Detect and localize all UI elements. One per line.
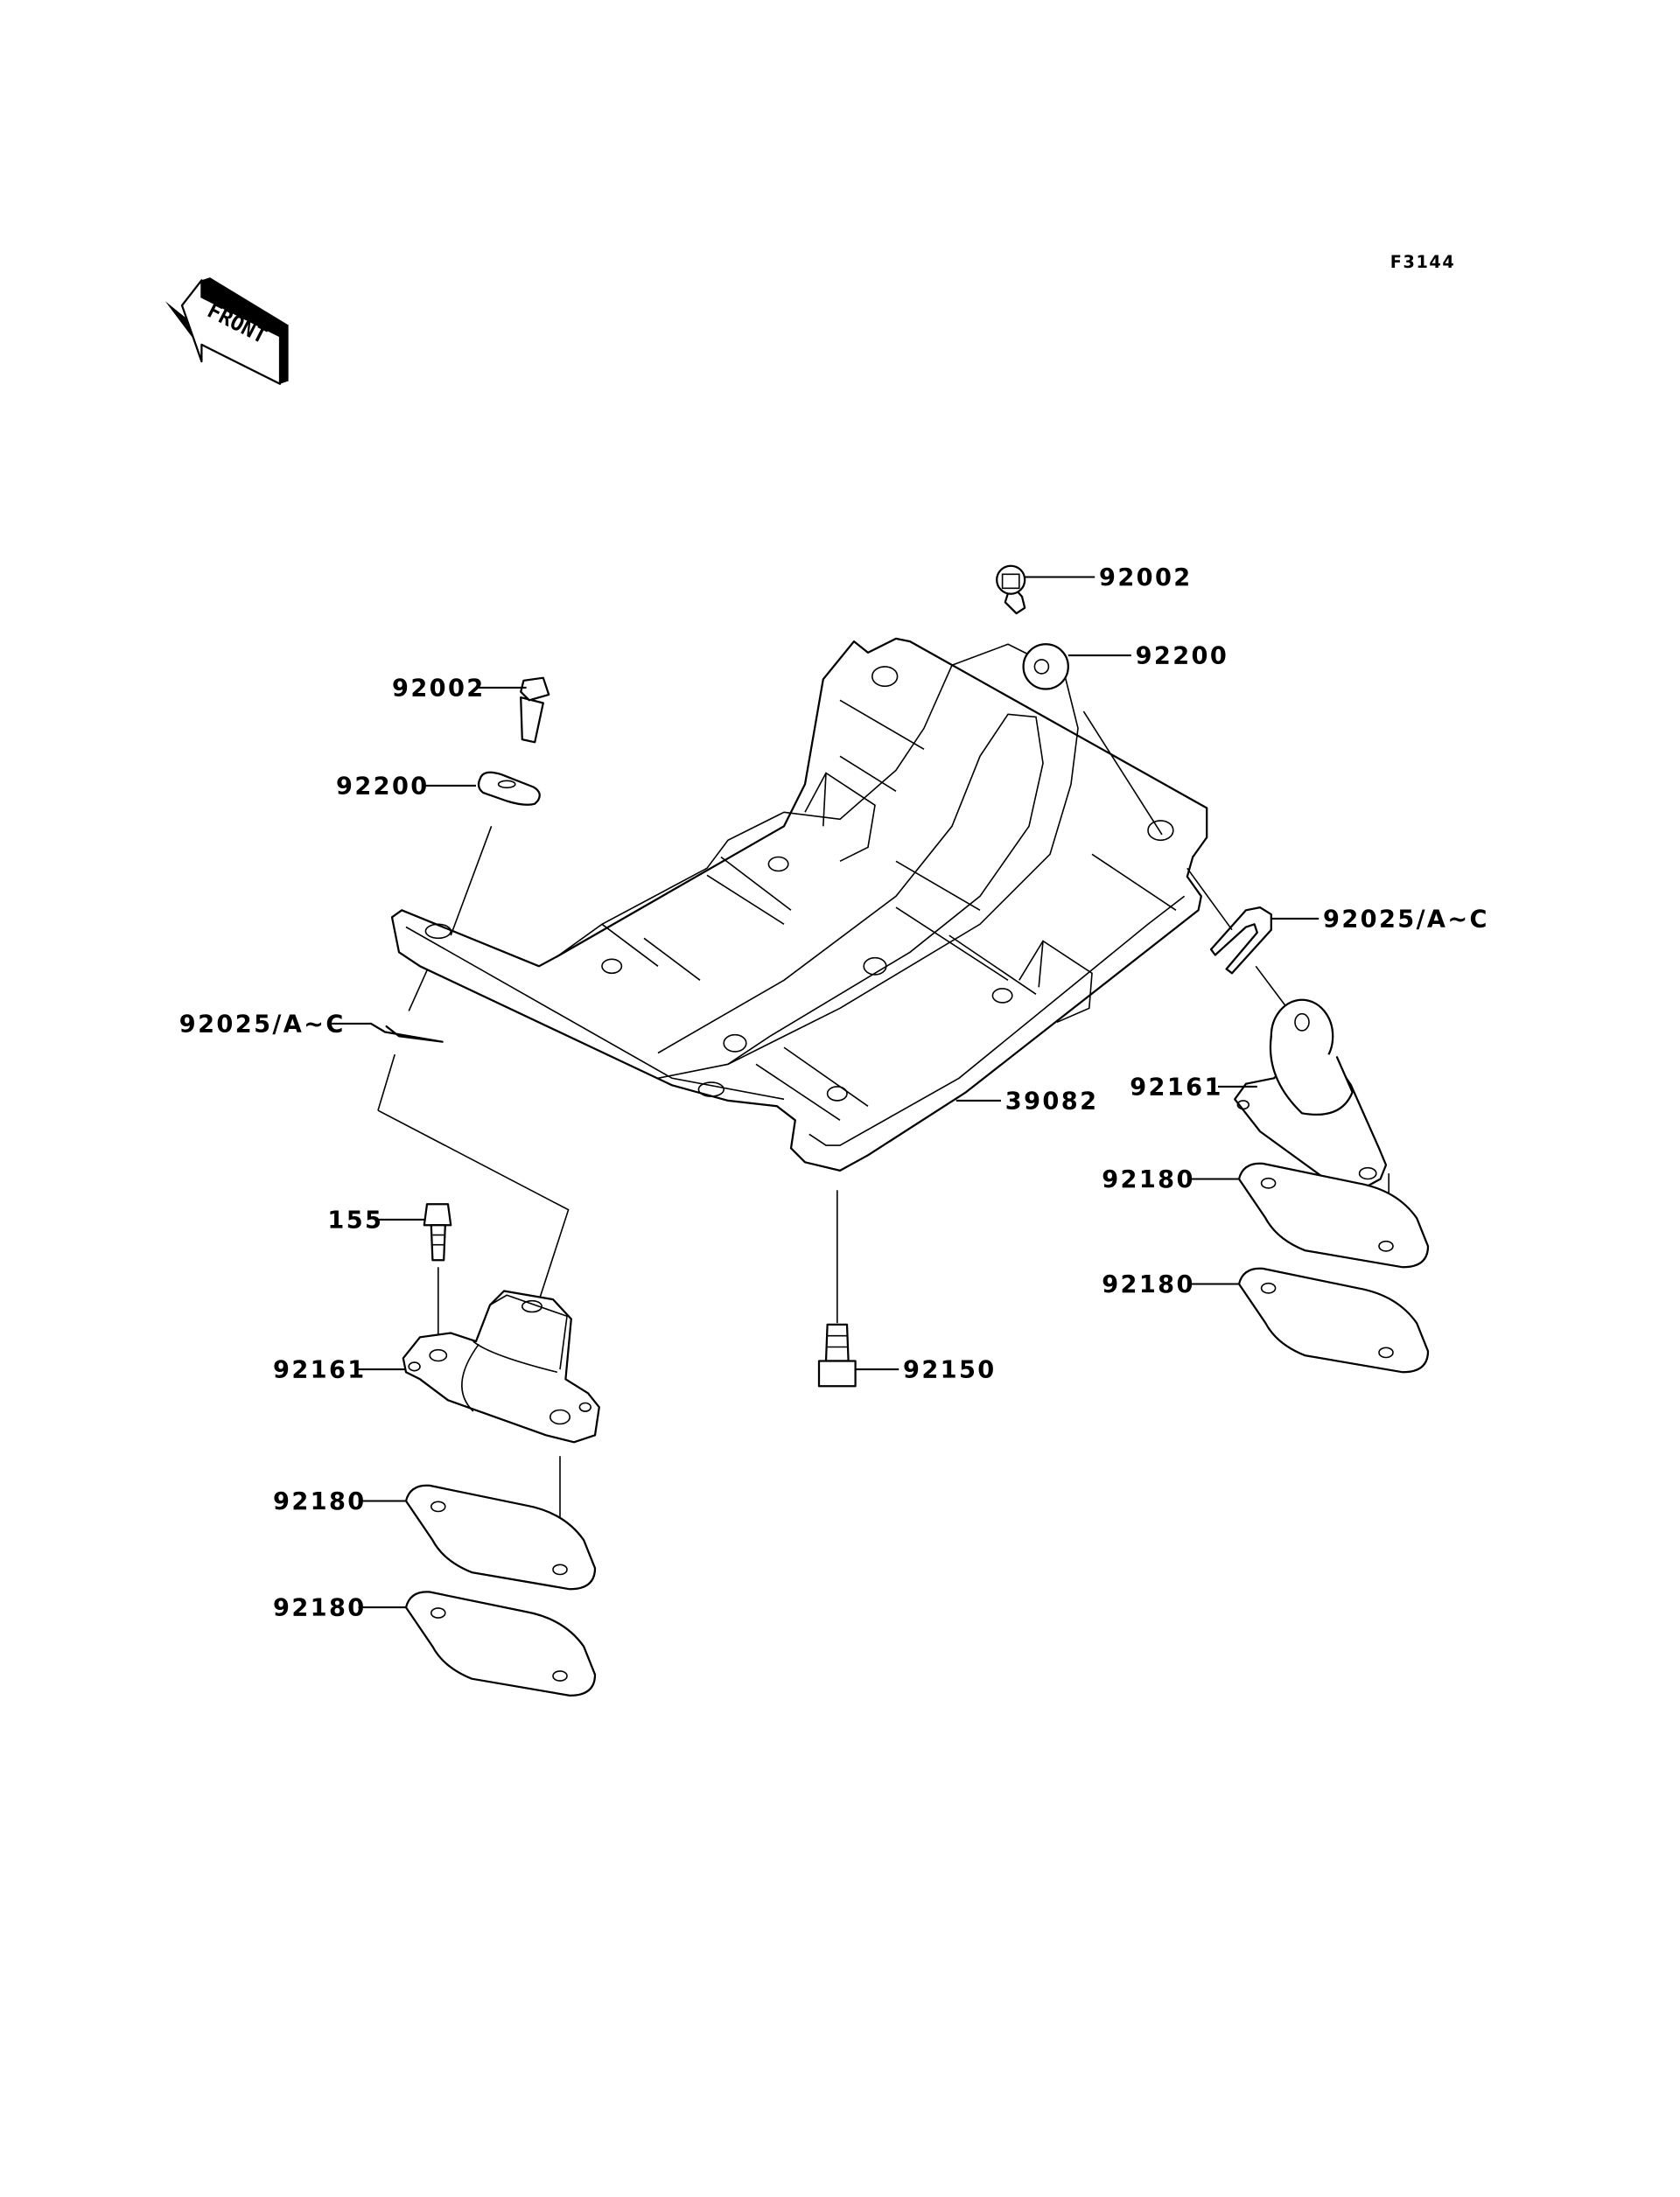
washer-92200-top-right[interactable]: 92200 [1022,643,1229,836]
clip-92025-left[interactable]: 92025/A~C [179,969,570,1314]
callout-92161-left[interactable]: 92161 [273,1357,367,1384]
callout-92002-left[interactable]: 92002 [392,675,486,703]
shim-92180-left-upper[interactable]: 92180 [273,1484,597,1591]
shim-92180-right-upper[interactable]: 92180 [1102,1162,1430,1269]
callout-92180-left-2[interactable]: 92180 [273,1595,367,1622]
bolt-92002-top-right[interactable]: 92002 [996,564,1193,615]
bolt-92150[interactable]: 92150 [817,1190,997,1388]
front-arrow-icon: FRONT [164,277,289,385]
callout-92200-left[interactable]: 92200 [336,773,430,801]
figure-id: F3144 [1390,252,1456,272]
skid-plate-39082[interactable]: 39082 [390,637,1208,1172]
callout-155[interactable]: 155 [327,1207,383,1235]
engine-mount-92161-left[interactable]: 92161 [273,1290,600,1569]
engine-mount-92161-right[interactable]: 92161 [1130,998,1390,1244]
callout-92002-top[interactable]: 92002 [1099,564,1193,591]
callout-92180-right-1[interactable]: 92180 [1102,1166,1195,1193]
callout-39082[interactable]: 39082 [1005,1088,1099,1116]
shim-92180-right-lower[interactable]: 92180 [1102,1267,1430,1374]
shim-92180-left-lower[interactable]: 92180 [273,1591,597,1697]
callout-92180-left-1[interactable]: 92180 [273,1488,367,1515]
washer-92200-top-left[interactable]: 92200 [336,771,541,936]
bolt-155[interactable]: 155 [327,1203,452,1345]
callout-92025-left[interactable]: 92025/A~C [179,1011,346,1039]
clip-92025-right[interactable]: 92025/A~C [1186,867,1489,1006]
callout-92161-right[interactable]: 92161 [1130,1074,1223,1102]
callout-92150[interactable]: 92150 [903,1357,997,1384]
callout-92200-top[interactable]: 92200 [1136,643,1229,670]
callout-92025-right[interactable]: 92025/A~C [1323,906,1489,934]
bolt-92002-top-left[interactable]: 92002 [392,675,550,744]
callout-92180-right-2[interactable]: 92180 [1102,1271,1195,1298]
